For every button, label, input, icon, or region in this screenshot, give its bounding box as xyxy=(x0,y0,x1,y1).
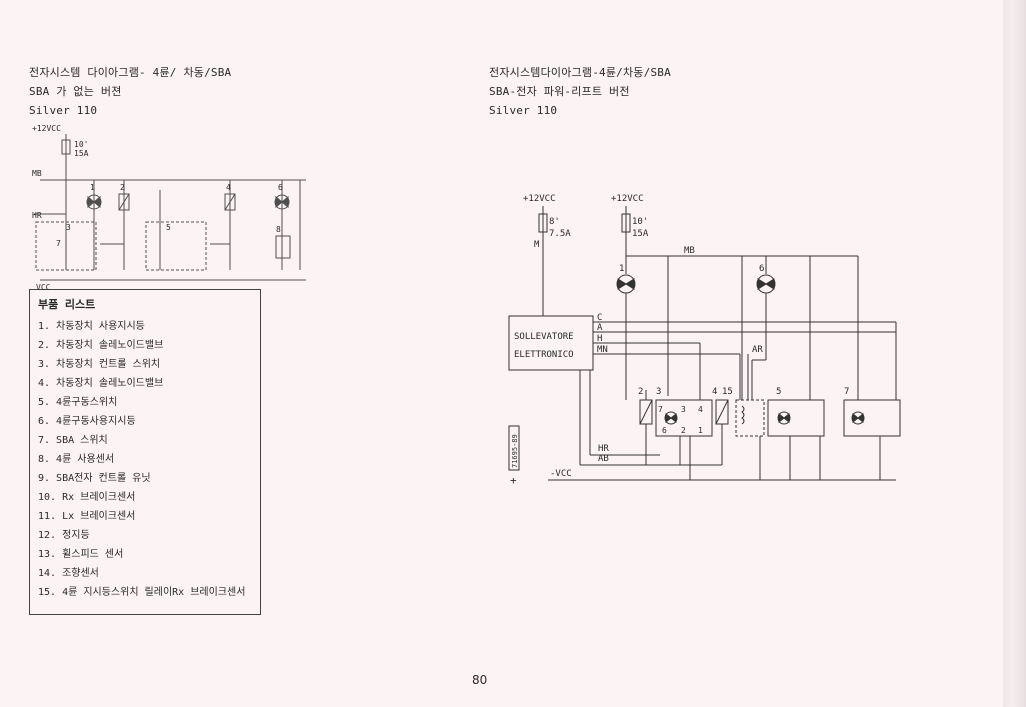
pin-c-label: C xyxy=(597,313,602,323)
component-number: 3 xyxy=(656,387,661,397)
vcc1-label: +12VCC xyxy=(523,194,556,204)
neg-vcc-label: -VCC xyxy=(550,469,572,479)
unit-name-line1: SOLLEVATORE xyxy=(514,332,574,342)
left-mb-label: MB xyxy=(32,169,42,178)
mb-label: MB xyxy=(684,246,695,256)
left-num-label: 2 xyxy=(120,183,125,192)
parts-list-box: 부품 리스트 1. 차동장치 사용지시등 2. 차동장치 솔레노이드밸브 3. … xyxy=(29,289,261,615)
parts-list-item: 9. SBA전자 컨트롤 유닛 xyxy=(38,473,151,484)
left-num-label: 4 xyxy=(226,183,231,192)
component-number: 5 xyxy=(776,387,781,397)
pin-h-label: H xyxy=(597,334,602,344)
parts-list-item: 13. 휠스피드 센서 xyxy=(38,549,124,560)
left-subtitle: SBA 가 없는 버젼 xyxy=(29,85,122,98)
fuse1-label-b: 7.5A xyxy=(549,229,571,239)
ab-label: AB xyxy=(598,454,609,464)
parts-list-item: 5. 4륜구동스위치 xyxy=(38,397,118,408)
left-model: Silver 110 xyxy=(29,104,98,117)
switch-pin: 6 xyxy=(662,426,667,435)
left-vcc-bottom-label: VCC xyxy=(36,283,51,292)
left-hr-label: HR xyxy=(32,211,42,220)
page-edge-shadow xyxy=(1003,0,1026,707)
fuse2-label-b: 15A xyxy=(632,229,649,239)
parts-list-item: 3. 차동장치 컨트롤 스위치 xyxy=(38,359,161,370)
ar-label: AR xyxy=(752,345,763,355)
parts-list-item: 15. 4륜 지시등스위치 릴레이Rx 브레이크센서 xyxy=(38,587,246,598)
left-wiring-diagram xyxy=(34,134,306,281)
left-fuse-label-b: 15A xyxy=(74,149,89,158)
parts-list-item: 12. 정지등 xyxy=(38,530,90,541)
parts-list-item: 11. Lx 브레이크센서 xyxy=(38,511,136,522)
pin-mn-label: MN xyxy=(597,345,608,355)
lamp6-number: 6 xyxy=(759,264,764,274)
left-num-label: 1 xyxy=(90,183,95,192)
lamp1-number: 1 xyxy=(619,264,624,274)
left-title: 전자시스템 다이아그램- 4륜/ 차동/SBA xyxy=(29,66,232,79)
parts-list-item: 4. 차동장치 솔레노이드밸브 xyxy=(38,378,164,389)
parts-list-item: 8. 4륜 사용센서 xyxy=(38,454,115,465)
parts-list-item: 1. 차동장치 사용지시등 xyxy=(38,321,145,332)
switch-pin: 1 xyxy=(698,426,703,435)
plus-sign: + xyxy=(510,474,517,487)
switch-pin: 4 xyxy=(698,405,703,414)
left-num-label: 8 xyxy=(276,225,281,234)
hr-label: HR xyxy=(598,444,609,454)
component-number: 7 xyxy=(844,387,849,397)
left-diagram-labels: +12VCC 10' 15A MB HR VCC 1 2 3 4 5 6 7 8 xyxy=(32,124,283,292)
fuse1-m-label: M xyxy=(534,240,540,250)
parts-list-item: 7. SBA 스위치 xyxy=(38,435,108,446)
switch-pin: 3 xyxy=(681,405,686,414)
parts-list-item: 10. Rx 브레이크센서 xyxy=(38,492,136,503)
component-number: 4 xyxy=(712,387,717,397)
parts-list: 1. 차동장치 사용지시등 2. 차동장치 솔레노이드밸브 3. 차동장치 컨트… xyxy=(38,317,258,602)
left-fuse-label-a: 10' xyxy=(74,140,88,149)
right-wiring-diagram xyxy=(508,206,901,481)
diagram-code: 71695-89 xyxy=(511,434,519,468)
fuse2-label-a: 10' xyxy=(632,217,648,227)
right-subtitle: SBA-전자 파워-리프트 버전 xyxy=(489,85,630,98)
left-num-label: 7 xyxy=(56,239,61,248)
right-diagram-labels: +12VCC +12VCC 8' 7.5A M 10' 15A MB 1 6 S… xyxy=(510,194,849,487)
parts-list-title: 부품 리스트 xyxy=(38,298,96,311)
parts-list-item: 14. 조향센서 xyxy=(38,568,99,579)
switch-pin: 2 xyxy=(681,426,686,435)
pin-a-label: A xyxy=(597,323,603,333)
parts-list-item: 2. 차동장치 솔레노이드밸브 xyxy=(38,340,164,351)
parts-list-item: 6. 4륜구동사용지시등 xyxy=(38,416,136,427)
page-number: 80 xyxy=(472,673,488,687)
left-num-label: 6 xyxy=(278,183,283,192)
right-model: Silver 110 xyxy=(489,104,558,117)
left-vcc-label: +12VCC xyxy=(32,124,61,133)
component-number: 2 xyxy=(638,387,643,397)
left-num-label: 5 xyxy=(166,223,171,232)
switch-pin: 7 xyxy=(658,405,663,414)
unit-name-line2: ELETTRONICO xyxy=(514,350,574,360)
vcc2-label: +12VCC xyxy=(611,194,644,204)
right-title: 전자시스템다이아그램-4륜/차동/SBA xyxy=(489,66,671,79)
fuse1-label-a: 8' xyxy=(549,217,560,227)
left-num-label: 3 xyxy=(66,223,71,232)
component-number: 15 xyxy=(722,387,733,397)
